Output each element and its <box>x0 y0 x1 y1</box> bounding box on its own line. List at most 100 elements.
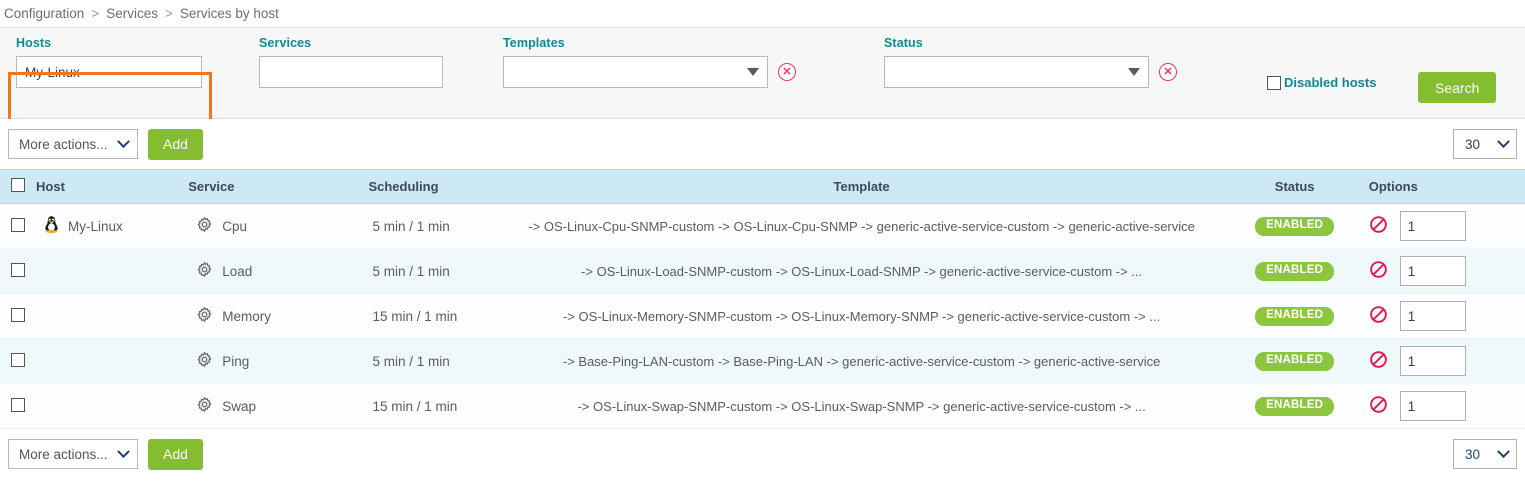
search-button[interactable]: Search <box>1418 72 1497 103</box>
select-all-checkbox[interactable] <box>11 178 26 192</box>
page-size-value-top: 30 <box>1465 136 1481 152</box>
breadcrumb-item-configuration[interactable]: Configuration <box>4 6 85 21</box>
host-name[interactable]: My-Linux <box>68 218 123 234</box>
header-template[interactable]: Template <box>488 169 1235 204</box>
hosts-input[interactable] <box>16 56 202 88</box>
host-cell <box>36 248 189 294</box>
service-name[interactable]: Memory <box>222 308 271 324</box>
status-select[interactable] <box>884 56 1149 88</box>
filter-hosts-label: Hosts <box>16 36 52 50</box>
deny-icon[interactable] <box>1369 305 1388 327</box>
status-clear-icon[interactable]: ✕ <box>1159 63 1177 81</box>
options-cell <box>1354 203 1525 249</box>
breadcrumb-separator: > <box>91 6 100 21</box>
options-cell <box>1354 248 1525 294</box>
chevron-down-icon <box>1497 134 1510 148</box>
disabled-hosts-label: Disabled hosts <box>1284 75 1377 90</box>
scheduling-cell: 5 min / 1 min <box>368 338 489 384</box>
header-host[interactable]: Host <box>36 169 189 204</box>
service-name[interactable]: Ping <box>222 353 250 369</box>
header-options: Options <box>1354 169 1525 204</box>
tux-linux-icon <box>42 215 61 237</box>
service-cell: Memory <box>188 293 369 339</box>
header-scheduling[interactable]: Scheduling <box>368 169 489 204</box>
template-value: -> OS-Linux-Memory-SNMP-custom -> OS-Lin… <box>563 308 1161 324</box>
filter-hosts-group: Hosts <box>16 36 202 88</box>
host-cell: My-Linux <box>36 203 189 249</box>
header-status[interactable]: Status <box>1234 169 1355 204</box>
breadcrumb: Configuration > Services > Services by h… <box>0 0 1525 28</box>
templates-select[interactable] <box>503 56 768 88</box>
breadcrumb-item-services-by-host[interactable]: Services by host <box>179 6 279 21</box>
disabled-hosts-checkbox-group: Disabled hosts <box>1267 75 1376 90</box>
toolbar-top: More actions... Add 30 <box>0 119 1525 169</box>
status-badge: ENABLED <box>1255 307 1335 326</box>
row-select-cell <box>0 383 37 429</box>
row-select-cell <box>0 338 37 384</box>
template-cell: -> Base-Ping-LAN-custom -> Base-Ping-LAN… <box>488 338 1235 384</box>
option-count-input[interactable] <box>1399 391 1466 421</box>
scheduling-value: 15 min / 1 min <box>372 308 458 324</box>
gear-icon <box>196 261 213 281</box>
more-actions-label-top: More actions... <box>19 136 108 152</box>
breadcrumb-item-services[interactable]: Services <box>106 6 158 21</box>
service-cell: Load <box>188 248 369 294</box>
templates-clear-icon[interactable]: ✕ <box>778 63 796 81</box>
template-value: -> Base-Ping-LAN-custom -> Base-Ping-LAN… <box>562 353 1161 369</box>
filter-status-group: Status ✕ <box>884 36 1177 88</box>
select-all-header <box>0 169 37 204</box>
row-checkbox[interactable] <box>11 352 26 367</box>
gear-icon <box>196 216 213 236</box>
row-checkbox[interactable] <box>11 217 26 232</box>
disabled-hosts-checkbox[interactable] <box>1267 75 1281 90</box>
scheduling-value: 5 min / 1 min <box>372 218 450 234</box>
service-name[interactable]: Load <box>222 263 253 279</box>
toolbar-bottom: More actions... Add 30 <box>0 429 1525 479</box>
row-select-cell <box>0 248 37 294</box>
page-size-select-top[interactable]: 30 <box>1453 129 1517 159</box>
deny-icon[interactable] <box>1369 395 1388 417</box>
option-count-input[interactable] <box>1399 256 1466 286</box>
chevron-down-icon <box>117 444 130 458</box>
service-name[interactable]: Cpu <box>222 218 247 234</box>
header-service[interactable]: Service <box>188 169 369 204</box>
scheduling-value: 15 min / 1 min <box>372 398 458 414</box>
services-input[interactable] <box>259 56 443 88</box>
option-count-input[interactable] <box>1399 301 1466 331</box>
gear-icon <box>196 306 213 326</box>
options-cell <box>1354 383 1525 429</box>
page-size-value-bottom: 30 <box>1465 446 1481 462</box>
chevron-down-icon <box>1497 444 1510 458</box>
template-value: -> OS-Linux-Cpu-SNMP-custom -> OS-Linux-… <box>528 218 1195 234</box>
row-select-cell <box>0 203 37 249</box>
status-badge: ENABLED <box>1255 262 1335 281</box>
more-actions-select-bottom[interactable]: More actions... <box>8 439 138 469</box>
add-button-top[interactable]: Add <box>148 128 203 160</box>
deny-icon[interactable] <box>1369 260 1388 282</box>
options-cell <box>1354 338 1525 384</box>
scheduling-cell: 5 min / 1 min <box>368 203 489 249</box>
status-cell: ENABLED <box>1234 338 1355 384</box>
host-cell <box>36 293 189 339</box>
row-select-cell <box>0 293 37 339</box>
filter-status-label: Status <box>884 36 923 50</box>
add-button-bottom[interactable]: Add <box>148 438 203 470</box>
deny-icon[interactable] <box>1369 215 1388 237</box>
option-count-input[interactable] <box>1399 346 1466 376</box>
table-row: Memory 15 min / 1 min -> OS-Linux-Memory-S… <box>0 293 1525 339</box>
page-size-select-bottom[interactable]: 30 <box>1453 439 1517 469</box>
row-checkbox[interactable] <box>11 397 26 412</box>
more-actions-select-top[interactable]: More actions... <box>8 129 138 159</box>
service-cell: Cpu <box>188 203 369 249</box>
service-cell: Swap <box>188 383 369 429</box>
service-name[interactable]: Swap <box>222 398 257 414</box>
host-cell <box>36 338 189 384</box>
row-checkbox[interactable] <box>11 307 26 322</box>
row-checkbox[interactable] <box>11 262 26 277</box>
chevron-down-icon <box>117 134 130 148</box>
deny-icon[interactable] <box>1369 350 1388 372</box>
table-header-row: Host Service Scheduling Template Status … <box>0 169 1525 204</box>
option-count-input[interactable] <box>1399 211 1466 241</box>
status-cell: ENABLED <box>1234 383 1355 429</box>
